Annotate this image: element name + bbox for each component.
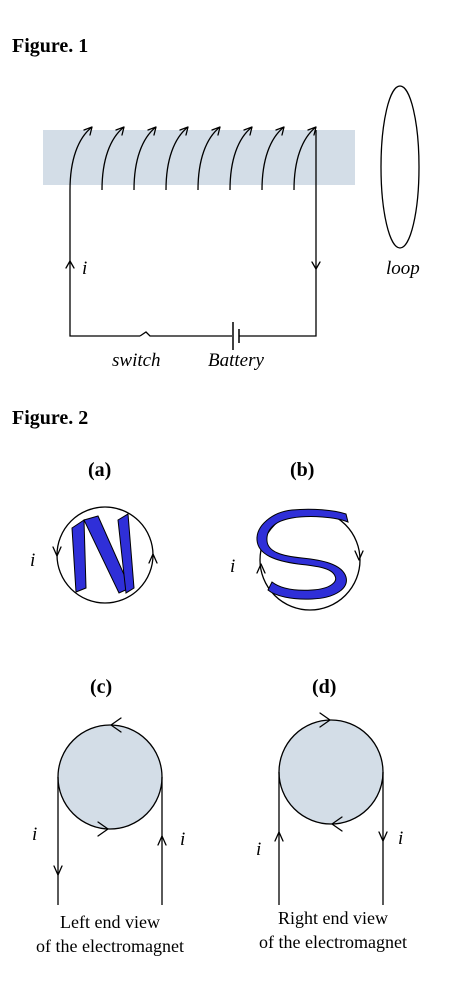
coil-turn (165, 126, 189, 191)
panel-d-current-right: i (398, 828, 403, 849)
panel-d-label: (d) (312, 676, 336, 698)
current-arrow-icon (311, 261, 321, 270)
coil-turn (69, 126, 93, 191)
wire-loop (380, 85, 420, 249)
arrow-icon (243, 126, 253, 136)
current-arrow-icon (354, 550, 364, 561)
coil-turn (197, 126, 221, 191)
arrow-icon (147, 126, 157, 136)
coil-turn (293, 126, 317, 191)
figure2-title: Figure. 2 (12, 407, 88, 429)
current-arrow-icon (53, 865, 63, 876)
loop-label: loop (386, 258, 420, 279)
panel-b-label: (b) (290, 459, 314, 481)
arrow-icon (83, 126, 93, 136)
current-arrow-icon (319, 712, 331, 728)
switch-icon (139, 331, 232, 337)
current-arrow-icon (331, 816, 343, 832)
coil-turn (261, 126, 285, 191)
current-arrow-icon (378, 831, 388, 842)
arrow-icon (211, 126, 221, 136)
panel-c-caption-line1: Left end view (60, 912, 160, 932)
arrow-icon (275, 126, 285, 136)
coil-turn (133, 126, 157, 191)
panel-d-caption-line1: Right end view (278, 908, 388, 928)
panel-c-disk (57, 724, 163, 830)
arrow-icon (179, 126, 189, 136)
switch-label: switch (112, 350, 161, 371)
panel-c-label: (c) (90, 676, 112, 698)
arrow-icon (307, 126, 317, 136)
battery-label: Battery (208, 350, 264, 371)
panel-b-current-label: i (230, 556, 235, 577)
current-arrow-icon (97, 821, 109, 837)
letter-n-stroke (71, 519, 87, 593)
figure1-title: Figure. 1 (12, 35, 88, 57)
right-wire (239, 130, 317, 337)
circuit (65, 130, 321, 350)
current-arrow-icon (110, 717, 122, 733)
panel-d-disk (278, 719, 384, 825)
coil-turn (101, 126, 125, 191)
panel-d-current-left: i (256, 839, 261, 860)
current-arrow-icon (148, 553, 158, 564)
left-wire (69, 190, 140, 337)
panel-c-current-right: i (180, 829, 185, 850)
current-arrow-icon (65, 260, 75, 269)
coil-windings (69, 126, 317, 191)
panel-d-caption-line2: of the electromagnet (259, 932, 407, 952)
current-arrow-icon (256, 563, 266, 574)
panel-c-current-left: i (32, 824, 37, 845)
letter-n-stroke (117, 513, 135, 594)
current-label: i (82, 258, 87, 279)
current-arrow-icon (52, 546, 62, 557)
current-arrow-icon (274, 831, 284, 842)
arrow-icon (115, 126, 125, 136)
letter-s-shape (256, 508, 349, 600)
panel-c-caption-line2: of the electromagnet (36, 936, 184, 956)
panel-a-current-label: i (30, 550, 35, 571)
current-arrow-icon (157, 835, 167, 846)
panel-a-label: (a) (88, 459, 111, 481)
coil-turn (229, 126, 253, 191)
